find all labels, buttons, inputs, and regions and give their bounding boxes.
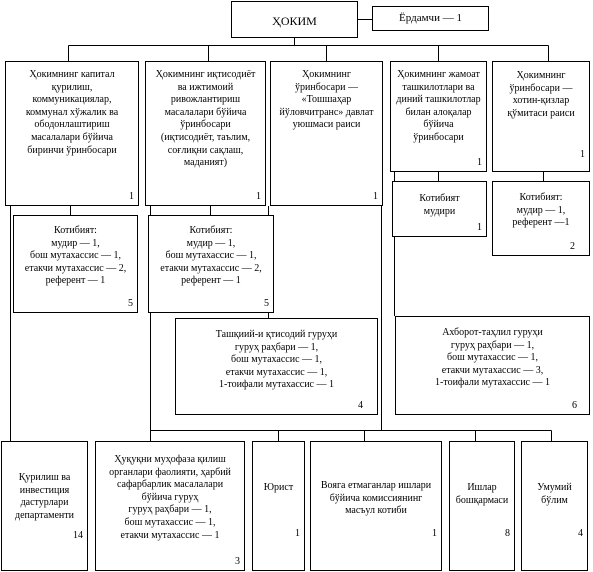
bottom-text-1: Қурилиш ва инвестиция дастурлари департа… xyxy=(15,472,74,521)
secretariat-count-3: 1 xyxy=(477,222,482,233)
secretariat-text-2: Котибият: мудир — 1, бош мутахассис — 1,… xyxy=(160,225,262,287)
deputy-box-5: Ҳокимнинг ўринбосари — хотин-қизлар қўми… xyxy=(492,61,590,172)
deputy-box-1: Ҳокимнинг капитал қурилиш, коммуникациял… xyxy=(5,61,139,206)
bottom-text-2: Ҳуқуқни муҳофаза қилиш органлари фаолият… xyxy=(109,454,231,541)
bottom-box-5: Ишлар бошқармаси 8 xyxy=(449,441,515,571)
bottom-text-6: Умумий бўлим xyxy=(537,482,572,506)
secretariat-count-1: 5 xyxy=(128,298,133,309)
group-text-1: Ташқиий-и қтисодий гуруҳи гуруҳ раҳбари … xyxy=(215,329,338,391)
group-count-1: 4 xyxy=(358,400,363,411)
deputy-count-5: 1 xyxy=(580,149,585,160)
bottom-text-5: Ишлар бошқармаси xyxy=(455,482,509,506)
deputy-box-3: Ҳокимнинг ўринбосари — «Тошшаҳар йўловчи… xyxy=(270,61,383,206)
group-text-2: Ахборот-таҳлил гуруҳи гуруҳ раҳбари — 1,… xyxy=(435,327,550,389)
helper-label: Ёрдамчи — 1 xyxy=(399,12,462,24)
bottom-text-4: Вояга етмаганлар ишлари бўйича комиссиян… xyxy=(320,480,432,517)
secretariat-box-1: Котибият: мудир — 1, бош мутахассис — 1,… xyxy=(13,215,138,313)
group-box-2: Ахборот-таҳлил гуруҳи гуруҳ раҳбари — 1,… xyxy=(395,316,590,415)
bottom-box-3: Юрист 1 xyxy=(252,441,305,571)
deputy-count-1: 1 xyxy=(129,191,134,202)
secretariat-box-2: Котибият: мудир — 1, бош мутахассис — 1,… xyxy=(148,215,274,313)
bottom-box-1: Қурилиш ва инвестиция дастурлари департа… xyxy=(1,441,88,571)
secretariat-count-2: 5 xyxy=(264,298,269,309)
group-count-2: 6 xyxy=(572,400,577,411)
deputy-text-3: Ҳокимнинг ўринбосари — «Тошшаҳар йўловчи… xyxy=(279,69,374,131)
secretariat-box-4: Котибият: мудир — 1, референт —1 2 xyxy=(492,181,590,256)
deputy-text-2: Ҳокимнинг иқтисодиёт ва ижтимоий ривожла… xyxy=(155,69,256,169)
deputy-text-5: Ҳокимнинг ўринбосари — хотин-қизлар қўми… xyxy=(507,70,575,119)
bottom-text-3: Юрист xyxy=(263,482,294,493)
helper-box: Ёрдамчи — 1 xyxy=(372,6,489,31)
deputy-text-1: Ҳокимнинг капитал қурилиш, коммуникациял… xyxy=(25,69,119,156)
deputy-box-4: Ҳокимнинг жамоат ташкилотлари ва диний т… xyxy=(390,61,487,172)
bottom-count-1: 14 xyxy=(73,530,83,541)
bottom-count-5: 8 xyxy=(505,528,510,539)
deputy-count-4: 1 xyxy=(477,157,482,168)
bottom-box-6: Умумий бўлим 4 xyxy=(521,441,588,571)
group-box-1: Ташқиий-и қтисодий гуруҳи гуруҳ раҳбари … xyxy=(175,318,378,415)
bottom-count-2: 3 xyxy=(235,556,240,567)
bottom-box-2: Ҳуқуқни муҳофаза қилиш органлари фаолият… xyxy=(95,441,245,571)
bottom-box-4: Вояга етмаганлар ишлари бўйича комиссиян… xyxy=(310,441,442,571)
secretariat-text-3: Котибият мудири xyxy=(419,193,460,217)
secretariat-box-3: Котибият мудири 1 xyxy=(392,181,487,237)
deputy-box-2: Ҳокимнинг иқтисодиёт ва ижтимоий ривожла… xyxy=(145,61,266,206)
bottom-count-6: 4 xyxy=(578,528,583,539)
head-title: ҲОКИМ xyxy=(272,14,317,28)
deputy-count-2: 1 xyxy=(256,191,261,202)
deputy-text-4: Ҳокимнинг жамоат ташкилотлари ва диний т… xyxy=(396,69,481,143)
secretariat-count-4: 2 xyxy=(570,241,575,252)
bottom-count-4: 1 xyxy=(432,528,437,539)
secretariat-text-1: Котибият: мудир — 1, бош мутахассис — 1,… xyxy=(24,225,127,287)
head-box: ҲОКИМ xyxy=(231,1,358,38)
secretariat-text-4: Котибият: мудир — 1, референт —1 xyxy=(512,192,570,229)
bottom-count-3: 1 xyxy=(295,528,300,539)
deputy-count-3: 1 xyxy=(373,191,378,202)
